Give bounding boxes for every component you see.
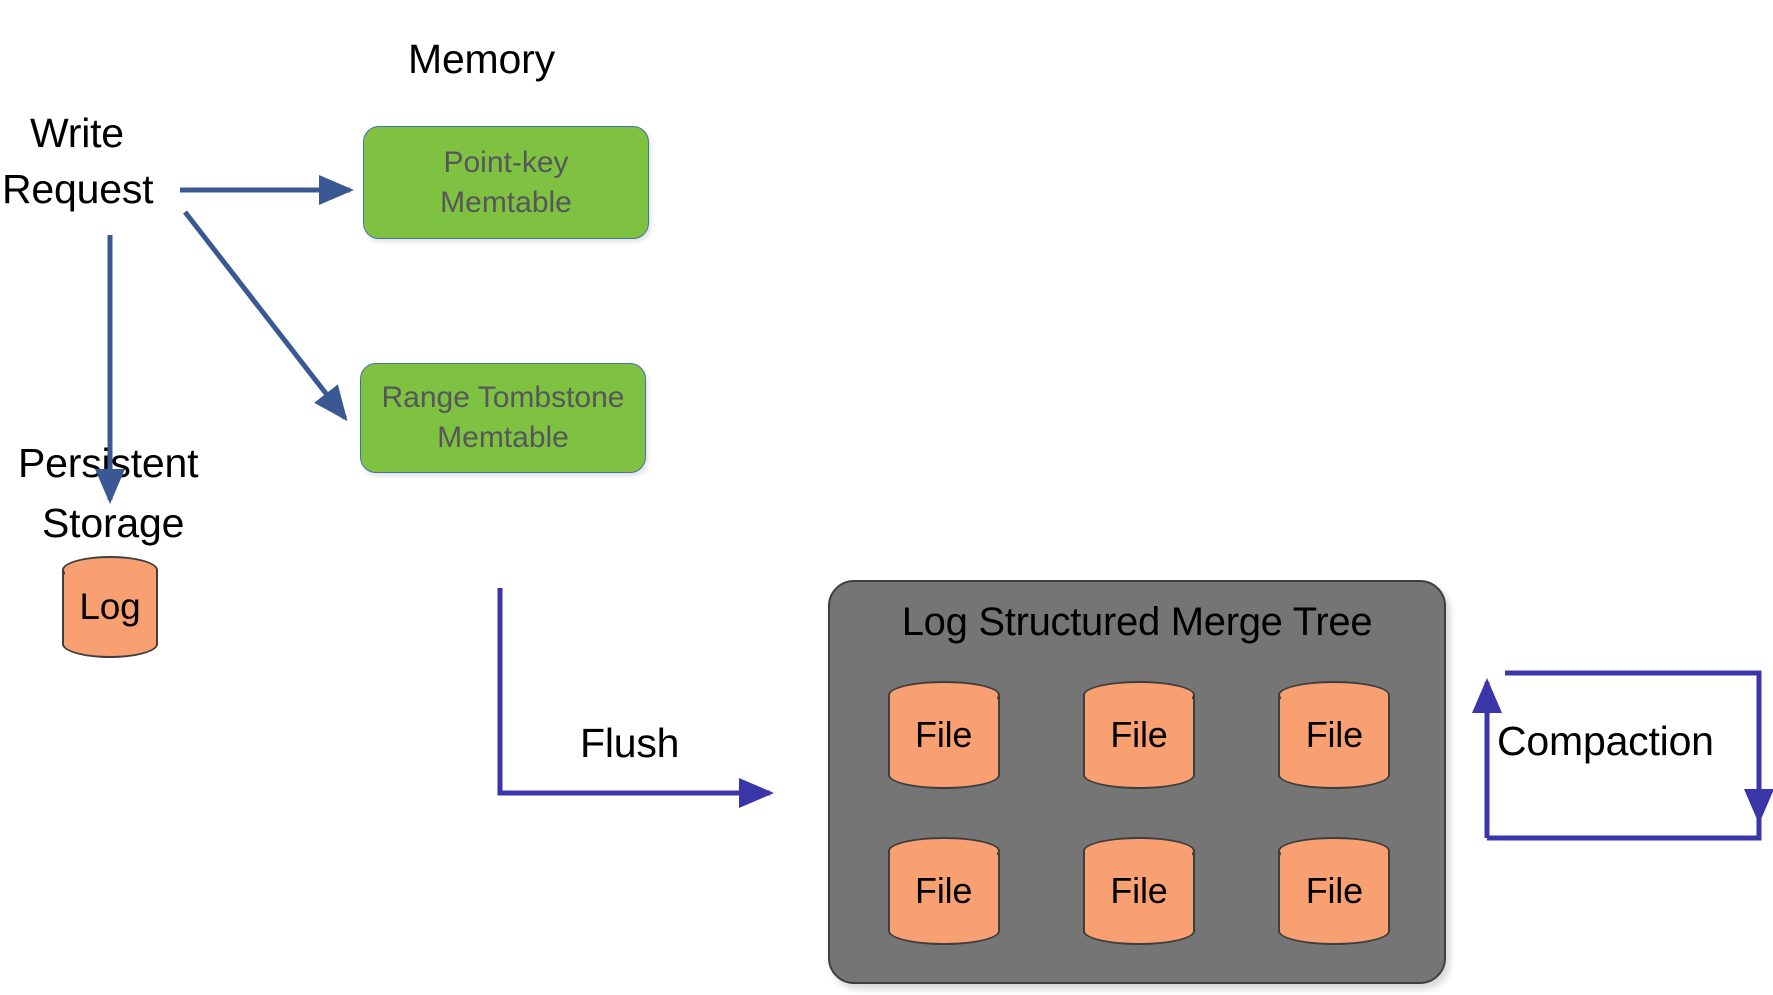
file-cylinder-label: File (915, 870, 973, 911)
cylinder-cover (890, 695, 998, 775)
lsm-file-cell: File (874, 668, 1013, 802)
file-cylinder[interactable]: File (1082, 837, 1195, 945)
compaction-label: Compaction (1497, 718, 1714, 764)
cylinder-cover (1280, 851, 1388, 931)
cylinder-cover (1085, 851, 1193, 931)
cylinder-cover (1085, 695, 1193, 775)
lsm-tree-title: Log Structured Merge Tree (901, 600, 1373, 644)
lsm-file-cell: File (1069, 824, 1208, 958)
persistent-storage-label-line1: Persistent (18, 440, 199, 486)
range-tombstone-memtable-line1: Range Tombstone (381, 381, 625, 415)
log-cylinder[interactable]: Log (62, 556, 158, 658)
range-tombstone-memtable-box[interactable]: Range Tombstone Memtable (360, 363, 646, 473)
file-cylinder[interactable]: File (887, 837, 1000, 945)
log-cylinder-label: Log (79, 586, 141, 627)
lsm-file-cell: File (1265, 668, 1404, 802)
file-cylinder-label: File (1110, 870, 1168, 911)
file-cylinder[interactable]: File (887, 681, 1000, 789)
file-cylinder[interactable]: File (1082, 681, 1195, 789)
cylinder-cover (1280, 695, 1388, 775)
file-cylinder-label: File (1305, 714, 1363, 755)
arrow-write-to-range-tombstone-memtable (183, 210, 348, 422)
file-cylinder-label: File (1305, 870, 1363, 911)
lsm-file-cell: File (1265, 824, 1404, 958)
cylinder-cover (890, 851, 998, 931)
persistent-storage-label-line2: Storage (42, 500, 185, 546)
memory-label: Memory (408, 36, 555, 82)
point-key-memtable-line2: Memtable (440, 185, 572, 219)
lsm-tree-container[interactable]: Log Structured Merge Tree File File (828, 580, 1446, 984)
write-request-label-line2: Request (2, 166, 154, 212)
file-cylinder[interactable]: File (1278, 681, 1391, 789)
lsm-file-cell: File (1069, 668, 1208, 802)
point-key-memtable-box[interactable]: Point-key Memtable (363, 126, 649, 239)
file-cylinder-label: File (915, 714, 973, 755)
file-cylinder-label: File (1110, 714, 1168, 755)
lsm-file-grid: File File File (874, 668, 1404, 958)
lsm-file-cell: File (874, 824, 1013, 958)
point-key-memtable-line1: Point-key (443, 145, 569, 179)
flush-label: Flush (580, 720, 680, 766)
range-tombstone-memtable-line2: Memtable (437, 421, 569, 454)
cylinder-cover (64, 570, 156, 644)
write-request-label-line1: Write (30, 110, 124, 156)
file-cylinder[interactable]: File (1278, 837, 1391, 945)
